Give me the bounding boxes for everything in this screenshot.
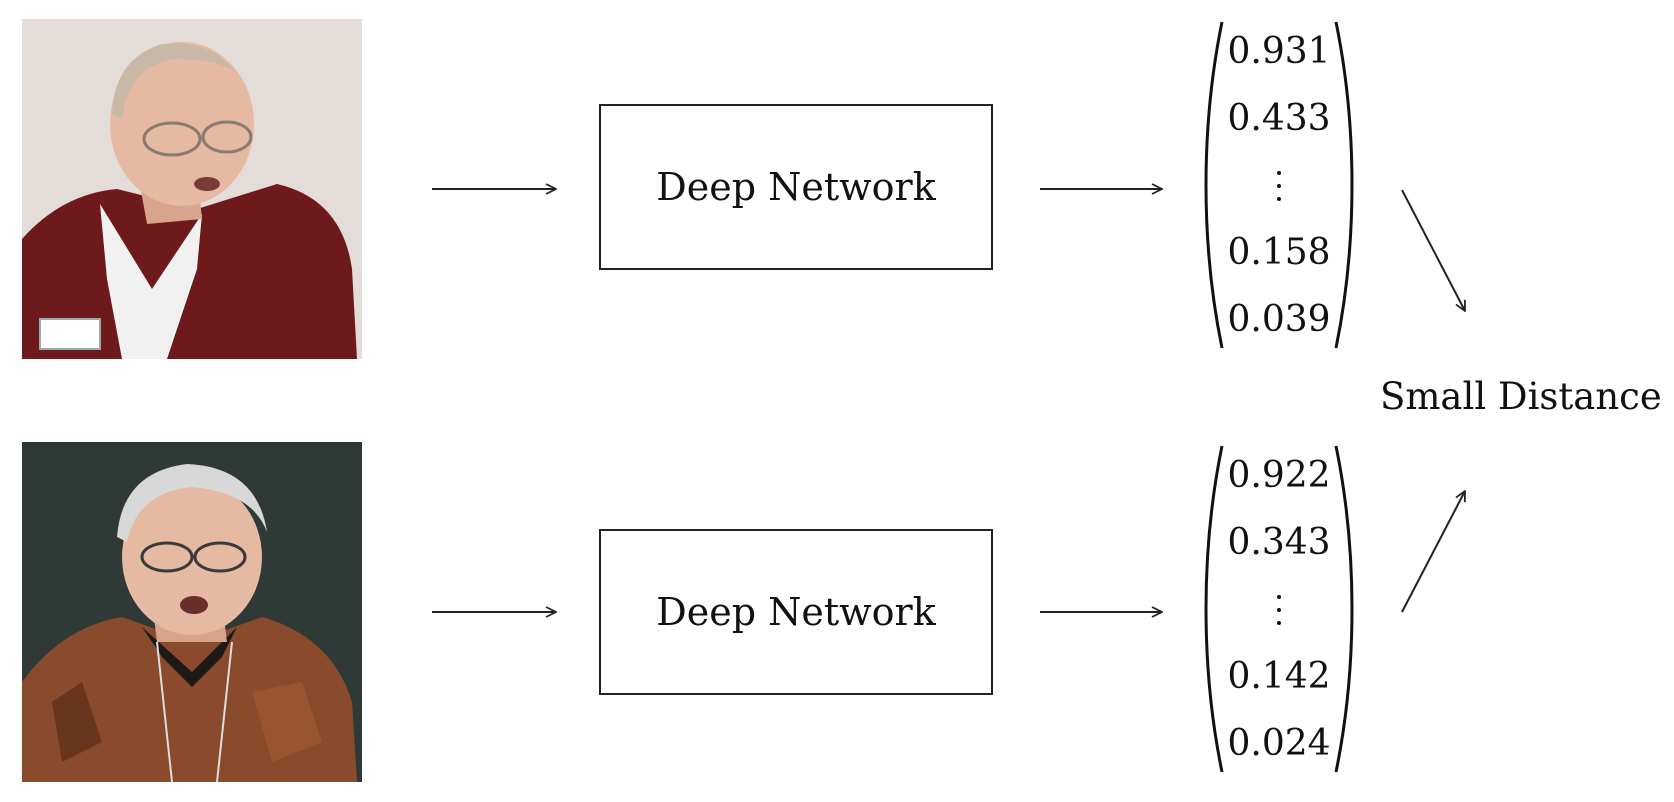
right-paren-icon: [1334, 445, 1354, 773]
distance-label: Small Distance: [1380, 375, 1662, 418]
portrait-photo-icon: [22, 19, 362, 359]
arrow-vector-bottom-to-distance: [1401, 491, 1465, 613]
vertical-ellipsis-icon: [1277, 588, 1281, 632]
embedding-value: 0.922: [1227, 455, 1331, 496]
deep-network-box-top: Deep Network: [599, 104, 993, 270]
deep-network-box-bottom: Deep Network: [599, 529, 993, 695]
deep-network-label: Deep Network: [656, 165, 936, 209]
embedding-value: 0.142: [1227, 656, 1331, 697]
deep-network-label: Deep Network: [656, 590, 936, 634]
input-photo-top: [22, 19, 362, 359]
embedding-value: 0.039: [1227, 299, 1331, 340]
embedding-value: 0.931: [1227, 31, 1331, 72]
portrait-photo-icon: [22, 442, 362, 782]
embedding-value: 0.433: [1227, 98, 1331, 139]
arrow-vector-top-to-distance: [1401, 189, 1465, 311]
embedding-vector-top: 0.931 0.433 0.158 0.039: [1204, 20, 1354, 350]
embedding-value: 0.158: [1227, 232, 1331, 273]
vertical-ellipsis-icon: [1277, 164, 1281, 208]
embedding-value: 0.343: [1227, 522, 1331, 563]
embedding-value: 0.024: [1227, 723, 1331, 764]
input-photo-bottom: [22, 442, 362, 782]
left-paren-icon: [1204, 445, 1224, 773]
right-paren-icon: [1334, 21, 1354, 349]
embedding-vector-bottom: 0.922 0.343 0.142 0.024: [1204, 444, 1354, 774]
left-paren-icon: [1204, 21, 1224, 349]
